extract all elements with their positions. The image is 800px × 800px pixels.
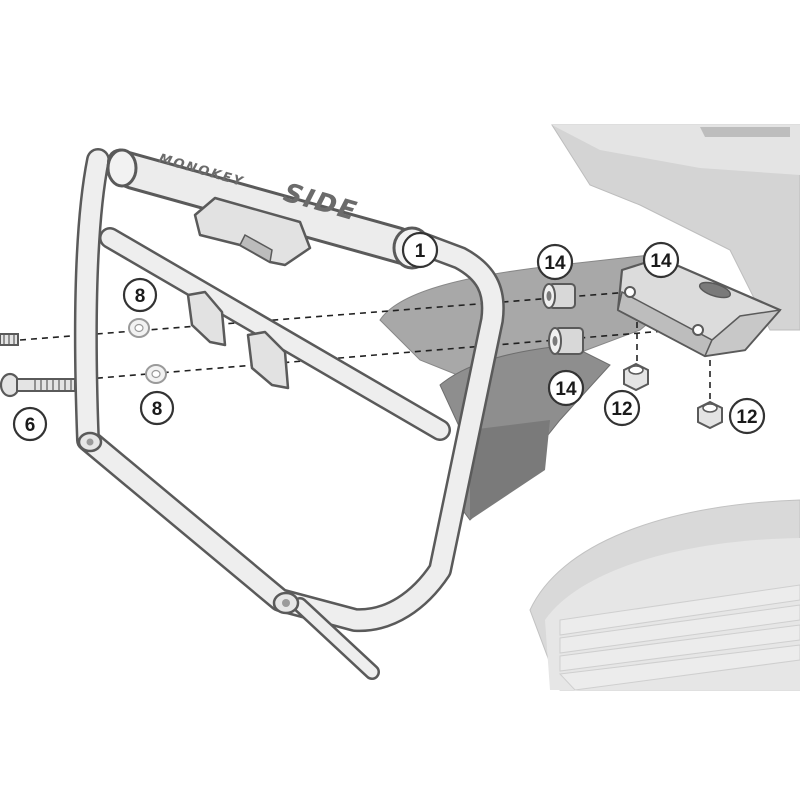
bolt-lower [0, 372, 76, 398]
callout-part-12-left: 12 [603, 389, 641, 427]
frame-knob-left [77, 431, 103, 453]
frame-tab-lower [246, 330, 290, 390]
callout-part-12-right: 12 [728, 397, 766, 435]
callout-label: 12 [736, 407, 757, 428]
motorcycle-mudguard [470, 420, 550, 520]
frame-tab-upper [186, 290, 227, 347]
callout-part-8-upper: 8 [122, 277, 158, 313]
callout-part-1: 1 [401, 231, 439, 269]
frame-outer-tube-fill [76, 150, 503, 630]
callout-label: 6 [25, 415, 36, 436]
tail-badge [700, 127, 790, 137]
frame-knob-bottom [272, 591, 300, 615]
callout-label: 8 [152, 399, 163, 420]
nut-left [623, 362, 649, 392]
callout-label: 14 [555, 379, 577, 400]
assembly-lines [19, 291, 711, 400]
callout-label: 12 [611, 399, 632, 420]
bracket-slot [698, 281, 732, 299]
callout-label: 8 [135, 286, 146, 307]
callout-part-8-lower: 8 [139, 390, 175, 426]
callout-part-14-lower: 14 [547, 369, 585, 407]
mount-bracket-block [616, 256, 782, 358]
side-frame: MONOKEY SIDE [73, 148, 505, 680]
motorcycle-tail [551, 124, 800, 331]
motorcycle-tail-top [552, 125, 800, 175]
callouts: 1 8 8 6 14 14 14 12 [12, 231, 766, 442]
callout-label: 1 [415, 241, 426, 262]
callout-label: 14 [544, 253, 566, 274]
tire-tread [558, 584, 800, 691]
washer-upper [128, 318, 150, 338]
bolt-upper [0, 333, 19, 346]
callout-part-14-bracket: 14 [642, 241, 680, 279]
spacer-upper [542, 283, 576, 309]
nut-right [697, 400, 723, 430]
callout-part-6: 6 [12, 406, 48, 442]
callout-label: 14 [650, 251, 672, 272]
spacer-lower [548, 327, 584, 355]
frame-latch-bracket [193, 196, 312, 267]
callout-part-14-upper: 14 [536, 243, 574, 281]
washer-lower [145, 364, 167, 384]
